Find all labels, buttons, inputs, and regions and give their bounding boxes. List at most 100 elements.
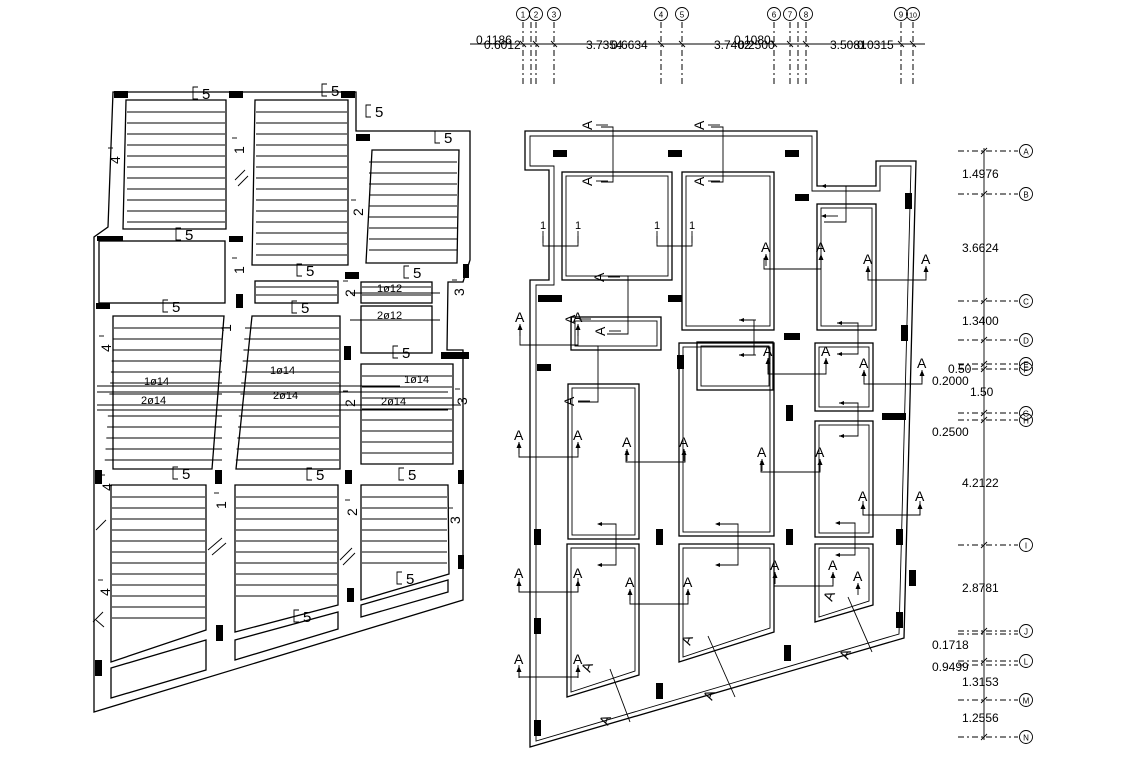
span-label: 5: [185, 227, 193, 244]
span-label: 5: [306, 263, 314, 280]
span-label: 5: [172, 299, 180, 316]
svg-text:I: I: [1025, 542, 1027, 551]
span-label: 5: [406, 571, 414, 588]
dim-right-11: 0.9499: [932, 660, 969, 674]
room-outlines: [561, 171, 877, 698]
section-mark-diag: A: [700, 687, 718, 702]
section-mark: A: [821, 343, 831, 359]
grid-bubble-1: 1: [516, 7, 530, 21]
dim-top-2: 0.6012: [484, 38, 521, 52]
direction-label: 1: [213, 501, 229, 509]
span-label: 5: [301, 300, 309, 317]
section-mark-side: A: [591, 272, 607, 282]
dim-right-13: 1.2556: [962, 711, 999, 725]
rebar-label: 1ø14: [144, 376, 169, 388]
section-mark-alt: 1: [689, 220, 695, 232]
section-plan: AAAAAAAAAAAAAAAAAAAAAAAAAAA1111AAAAAAAAA…: [514, 120, 931, 748]
section-mark-diag: A: [820, 588, 838, 603]
grid-bubble-M: M: [1019, 693, 1033, 707]
direction-label: 1: [231, 146, 247, 154]
section-mark: A: [761, 239, 771, 255]
dim-right-10: 0.1718: [932, 638, 969, 652]
grid-bubble-N: N: [1019, 730, 1033, 744]
dim-right-6: 1.50: [970, 385, 994, 399]
svg-text:H: H: [1023, 417, 1029, 426]
rebar-label: 2ø12: [377, 310, 402, 322]
dim-top-4: 0.6634: [611, 38, 648, 52]
section-mark-side: A: [561, 396, 577, 406]
dim-right-2: 3.6624: [962, 241, 999, 255]
rebar-label: 2ø14: [141, 395, 166, 407]
section-mark-alt: 1: [540, 220, 546, 232]
section-mark: A: [625, 574, 635, 590]
direction-label: 3: [454, 397, 470, 405]
section-mark: A: [828, 557, 838, 573]
grid-bubble-7: 7: [783, 7, 797, 21]
direction-label: 2: [342, 399, 358, 407]
dim-top-3: 3.7354: [586, 38, 623, 52]
svg-text:B: B: [1023, 191, 1028, 200]
svg-text:C: C: [1023, 298, 1029, 307]
section-mark: A: [683, 574, 693, 590]
direction-label: 2: [344, 508, 360, 516]
section-mark: A: [679, 434, 689, 450]
svg-text:A: A: [1023, 148, 1029, 157]
dim-right-5: 0.2000: [932, 374, 969, 388]
direction-label: 1: [231, 266, 247, 274]
section-mark: A: [921, 251, 931, 267]
section-mark-side: A: [579, 176, 595, 186]
grid-bubble-8: 8: [799, 7, 813, 21]
direction-label: 4: [97, 588, 113, 596]
direction-label: 4: [98, 344, 114, 352]
svg-text:G: G: [1023, 410, 1029, 419]
span-label: 5: [182, 466, 190, 483]
dim-top-7: 0.2500: [738, 38, 775, 52]
rebar-label: 1ø14: [404, 374, 429, 386]
section-mark: A: [573, 427, 583, 443]
section-mark: A: [858, 488, 868, 504]
rebar-label: 1ø14: [270, 365, 295, 377]
section-mark-side: A: [691, 176, 707, 186]
section-mark: A: [757, 444, 767, 460]
top-grid-axes: 1 2 3 4 5 6 7 8 9 10 0.1186 0.6012 3.735…: [470, 7, 925, 84]
grid-bubble-3: 3: [547, 7, 561, 21]
rebar-label: 2ø14: [273, 390, 298, 402]
span-label: 5: [408, 467, 416, 484]
section-mark-side: A: [579, 120, 595, 130]
span-label: 5: [331, 83, 339, 100]
svg-text:4: 4: [659, 11, 664, 20]
span-label: 5: [444, 130, 452, 147]
section-mark: A: [770, 557, 780, 573]
grid-bubble-E: E: [1019, 357, 1033, 371]
grid-bubble-C: C: [1019, 294, 1033, 308]
svg-text:M: M: [1023, 697, 1030, 706]
section-mark: A: [816, 239, 826, 255]
span-label: 5: [303, 609, 311, 626]
grid-bubble-5: 5: [675, 7, 689, 21]
section-plan-outline: [524, 130, 917, 748]
grid-bubble-I: I: [1019, 538, 1033, 552]
svg-text:7: 7: [788, 11, 793, 20]
rebar-label: 2ø14: [381, 396, 406, 408]
span-label: 5: [375, 104, 383, 121]
dim-top-8: 3.5081: [830, 38, 867, 52]
grid-bubble-2: 2: [529, 7, 543, 21]
grid-bubble-D: D: [1019, 333, 1033, 347]
section-mark: A: [515, 309, 525, 325]
section-mark: A: [815, 444, 825, 460]
dim-top-6: 0.1080: [734, 33, 771, 47]
dim-top-5: 3.7402: [714, 38, 751, 52]
right-grid-axes: A B C D E F G H I J L M N 1.4976 3.6624 …: [932, 144, 1033, 744]
section-mark-side: A: [592, 326, 608, 336]
section-mark: A: [863, 251, 873, 267]
svg-text:10: 10: [909, 13, 917, 20]
dim-right-4: 0.50: [948, 362, 972, 376]
section-mark: A: [622, 434, 632, 450]
section-mark: A: [573, 309, 583, 325]
svg-text:J: J: [1024, 628, 1028, 637]
section-mark-diag: A: [596, 712, 614, 727]
dim-right-1: 1.4976: [962, 167, 999, 181]
